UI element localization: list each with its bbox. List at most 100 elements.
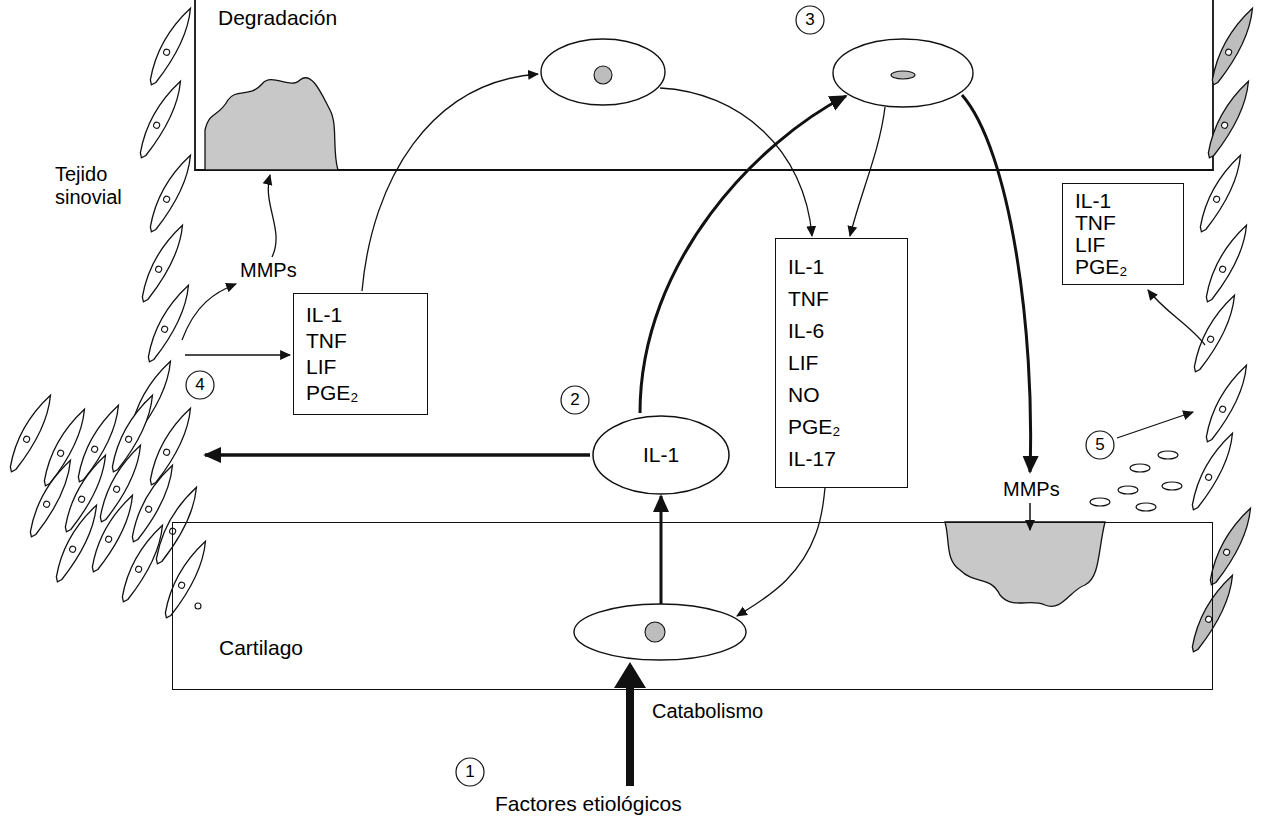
synovial-tissue: [1187, 4, 1258, 656]
callout-circle: [1086, 431, 1114, 459]
synovial-cell: [1201, 361, 1252, 446]
chondrocyte: [574, 604, 746, 660]
cytokine-name: PGE₂: [788, 411, 895, 443]
synovial-cell: [51, 501, 102, 586]
label-holder: Catabolismo: [652, 700, 763, 723]
synovial-tissue: [5, 4, 211, 622]
fragment: [1136, 503, 1156, 511]
arrow: [1148, 290, 1205, 345]
cytokine-box: IL-1TNFLIFPGE₂: [1062, 183, 1184, 285]
cytokine-name: TNF: [306, 328, 415, 354]
label-holder: 2: [561, 386, 589, 414]
synovial-cell: [1207, 4, 1258, 89]
cell-nucleus: [891, 71, 915, 79]
released-fragments: [1090, 451, 1182, 511]
synovial-cell: [135, 77, 186, 162]
region-label: Tejido sinovial: [55, 163, 139, 209]
arrow: [182, 284, 236, 340]
cytokine-name: IL-6: [788, 315, 895, 347]
arrow-bold: [205, 453, 590, 457]
cytokine-name: IL-1: [788, 251, 895, 283]
cytokine-name: PGE₂: [1075, 256, 1171, 278]
callout-circle: [561, 386, 589, 414]
process-label: Factores etiológicos: [495, 792, 682, 816]
chondrocyte: [541, 39, 665, 105]
oval-shape: [593, 416, 729, 494]
label-holder: 1: [456, 758, 484, 786]
callout-circle: [456, 758, 484, 786]
callout-number: 5: [1086, 431, 1114, 459]
label-holder: MMPs: [240, 259, 297, 282]
synovial-cell: [143, 281, 194, 366]
arrow: [268, 175, 276, 257]
label-holder: Tejido sinovial: [55, 163, 139, 209]
arrow: [850, 107, 885, 236]
callout-circle: [186, 371, 214, 399]
synovial-cell: [1189, 291, 1240, 376]
callout-number: 4: [186, 371, 214, 399]
cell-nucleus: [195, 603, 201, 609]
cytokine-name: TNF: [788, 283, 895, 315]
synovial-cell: [5, 391, 56, 476]
arrow: [362, 74, 538, 291]
label-holder: Degradación: [218, 6, 337, 30]
region-label: Degradación: [218, 6, 337, 30]
synovial-cell: [1195, 151, 1246, 236]
label-holder: Factores etiológicos: [495, 792, 682, 816]
synovial-cell: [25, 456, 76, 541]
arrow-bold: [962, 95, 1031, 472]
process-label: Catabolismo: [652, 700, 763, 723]
fragment: [1090, 498, 1110, 506]
etiology-arrow: [614, 662, 646, 786]
connector-arrow: [737, 488, 825, 616]
synovial-cell: [87, 491, 138, 576]
fragment: [1158, 451, 1178, 459]
cytokine-name: LIF: [306, 354, 415, 380]
cytokine-name: LIF: [1075, 234, 1171, 256]
cartilage-region: Cartilago: [172, 522, 1213, 690]
cytokine-name: NO: [788, 379, 895, 411]
pathway-arrows: [182, 74, 1205, 530]
fragment: [1118, 486, 1138, 494]
synovial-cell: [1203, 77, 1254, 162]
synovial-cell: [1187, 429, 1238, 514]
cell-nucleus: [594, 66, 612, 84]
upper-cartilage-outline: [195, 0, 1213, 170]
arrow: [1117, 412, 1193, 438]
synovial-cell: [145, 151, 196, 236]
region-label: Cartilago: [219, 635, 303, 661]
synovial-cell: [117, 521, 168, 606]
cytokine-box: IL-1TNFLIFPGE₂: [293, 293, 428, 415]
callout-number: 2: [561, 386, 589, 414]
arrow: [185, 354, 290, 356]
label-holder: MMPs: [1003, 478, 1060, 501]
cytokine-name: IL-1: [643, 442, 679, 468]
callout-number: 3: [796, 6, 824, 34]
label-holder: 4: [186, 371, 214, 399]
label-holder: 5: [1086, 431, 1114, 459]
cytokine-name: IL-1: [306, 302, 415, 328]
cytokine-name: LIF: [788, 347, 895, 379]
arrow: [1029, 503, 1031, 530]
enzyme-label: MMPs: [240, 259, 297, 282]
cell-nucleus: [645, 622, 665, 642]
synovial-cell: [145, 4, 196, 89]
fragment: [1130, 464, 1150, 472]
cytokine-name: IL-1: [1075, 190, 1171, 212]
cytokine-name: IL-17: [788, 443, 895, 475]
enzyme-label: MMPs: [1003, 478, 1060, 501]
connector-arrow: [660, 496, 663, 604]
synovial-cell: [160, 537, 211, 622]
fragment: [1162, 482, 1182, 490]
chondrocyte: [833, 39, 973, 107]
degradation-area: [205, 78, 338, 170]
cytokine-oval: IL-1: [592, 415, 730, 495]
callout-circle: [796, 6, 824, 34]
cytokine-name: PGE₂: [306, 380, 415, 406]
synovial-cell: [1201, 221, 1252, 306]
